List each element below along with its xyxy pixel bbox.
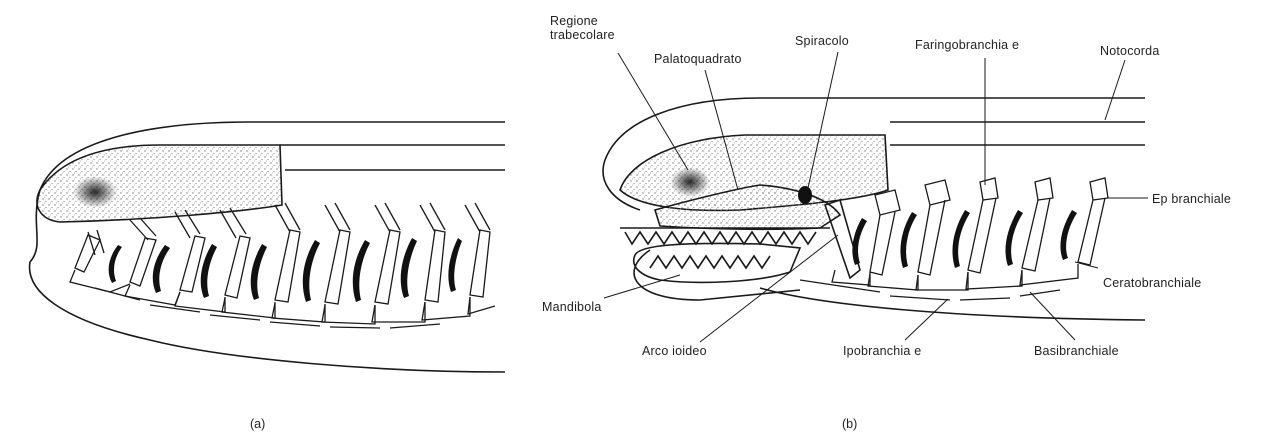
panel-b-notochord bbox=[890, 122, 1145, 145]
label-palatoquadrato: Palatoquadrato bbox=[654, 52, 742, 66]
panel-a-cranium bbox=[37, 145, 282, 222]
label-ceratobranchiale: Ceratobranchiale bbox=[1103, 276, 1201, 290]
label-arco-ioideo: Arco ioideo bbox=[642, 344, 707, 358]
label-mandibola: Mandibola bbox=[542, 300, 601, 314]
label-ipobranchiale: Ipobranchia e bbox=[843, 344, 921, 358]
panel-b-gill-slits bbox=[852, 210, 1077, 268]
panel-a-gill-arches bbox=[70, 203, 495, 328]
caption-panel-a: (a) bbox=[250, 417, 265, 431]
label-epibranchiale: Ep branchiale bbox=[1152, 192, 1231, 206]
label-regione-trabecolare-line1: Regione bbox=[550, 14, 598, 28]
label-faringobranchiale: Faringobranchia e bbox=[915, 38, 1019, 52]
label-basibranchiale: Basibranchiale bbox=[1034, 344, 1119, 358]
panel-b-spiracle bbox=[798, 186, 812, 204]
panel-b-upper-jaw bbox=[620, 228, 830, 244]
panel-b-lower-teeth bbox=[650, 256, 770, 268]
label-spiracolo: Spiracolo bbox=[795, 34, 849, 48]
caption-panel-b: (b) bbox=[842, 417, 857, 431]
panel-a-agnathan-head bbox=[30, 122, 505, 372]
label-notocorda: Notocorda bbox=[1100, 44, 1159, 58]
panel-a-gill-slits bbox=[109, 238, 462, 302]
panel-b-gnathostome-head bbox=[603, 52, 1148, 342]
panel-a-notochord bbox=[280, 145, 505, 170]
label-regione-trabecolare-line2: trabecolare bbox=[550, 28, 615, 42]
